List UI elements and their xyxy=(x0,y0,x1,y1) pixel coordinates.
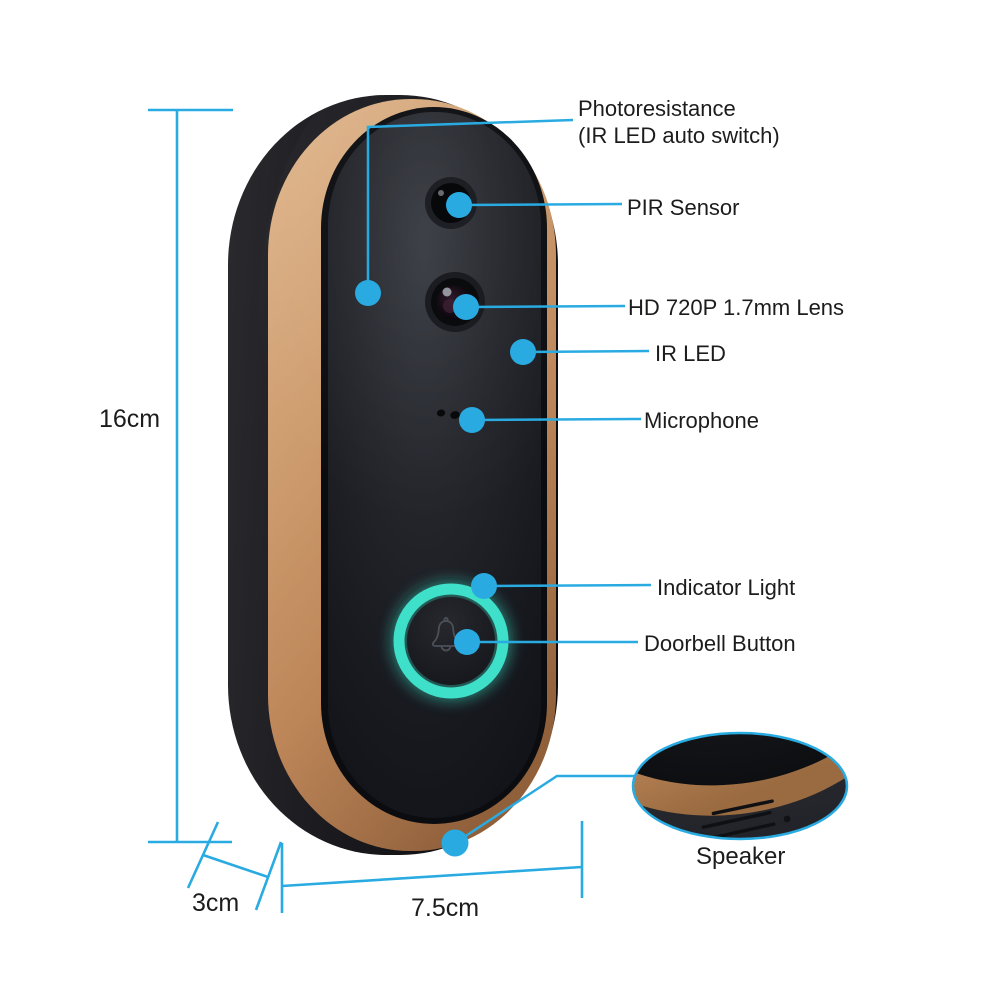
label-indicator-light: Indicator Light xyxy=(657,575,796,600)
leader-lines xyxy=(366,118,652,845)
label-hd-lens: HD 720P 1.7mm Lens xyxy=(628,295,845,320)
speaker-grill-hole xyxy=(783,815,791,823)
leader-lens xyxy=(465,304,626,309)
label-speaker: Speaker xyxy=(696,843,786,870)
dot-ir-led xyxy=(510,339,536,365)
label-photoresistance-line1: Photoresistance xyxy=(578,96,736,121)
dot-photoresistance xyxy=(355,280,381,306)
dim-depth-3cm: 3cm xyxy=(192,889,240,917)
dimension-line-7p5cm xyxy=(280,821,584,913)
leader-photoresistance xyxy=(366,118,574,293)
speaker-inset-view xyxy=(631,731,849,841)
speaker-grill-slits xyxy=(701,799,776,839)
doorbell-button-assembly[interactable] xyxy=(387,577,515,705)
label-photoresistance: Photoresistance (IR LED auto switch) xyxy=(578,95,780,149)
dot-microphone xyxy=(459,407,485,433)
bell-icon xyxy=(431,616,461,652)
leader-ir-led xyxy=(522,349,650,354)
dot-pir-sensor xyxy=(446,192,472,218)
dim-width-7p5cm: 7.5cm xyxy=(411,894,480,922)
dimension-line-16cm xyxy=(148,108,233,844)
inset-magnifier-ellipse xyxy=(631,731,849,841)
doorbell-device xyxy=(228,50,590,855)
dimension-line-3cm xyxy=(186,821,283,911)
dot-indicator-light xyxy=(471,573,497,599)
dimension-lines xyxy=(148,108,584,913)
label-ir-led: IR LED xyxy=(655,341,726,366)
label-photoresistance-line2: (IR LED auto switch) xyxy=(578,123,780,148)
label-doorbell-button: Doorbell Button xyxy=(644,631,796,656)
label-microphone: Microphone xyxy=(644,408,759,433)
callout-dots xyxy=(355,192,536,857)
leader-speaker xyxy=(454,774,635,845)
inset-copper-band xyxy=(633,733,847,816)
dot-lens xyxy=(453,294,479,320)
doorbell-button-circle[interactable] xyxy=(407,597,495,685)
dot-speaker xyxy=(441,829,469,857)
leader-pir-sensor xyxy=(458,202,623,207)
leader-microphone xyxy=(471,417,642,422)
microphone-holes xyxy=(436,409,460,419)
leader-indicator-light xyxy=(483,583,652,588)
face-sheen xyxy=(260,50,590,550)
dot-doorbell-button xyxy=(454,629,480,655)
dim-height-16cm: 16cm xyxy=(99,405,161,433)
label-pir-sensor: PIR Sensor xyxy=(627,195,740,220)
